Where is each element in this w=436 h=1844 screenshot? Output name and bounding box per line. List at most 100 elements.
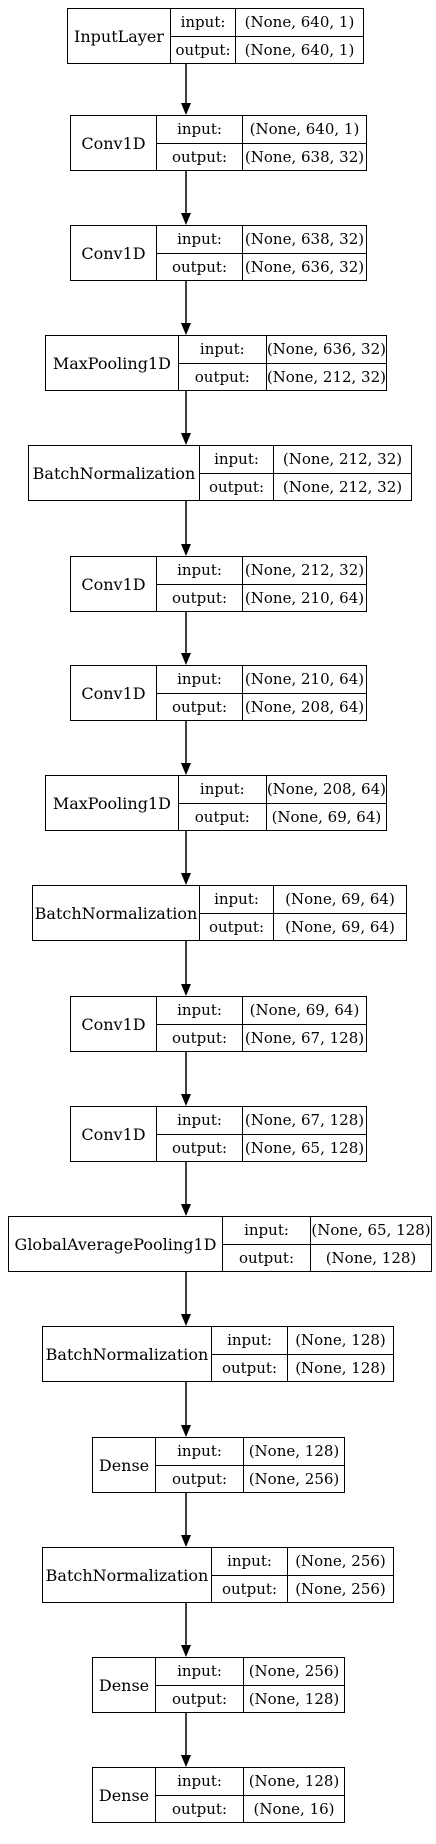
- layer-type-label: BatchNormalization: [43, 1548, 212, 1602]
- layer-type-label: BatchNormalization: [33, 886, 200, 940]
- output-port-label: output:: [200, 473, 274, 500]
- output-shape-value: (None, 256): [248, 1469, 340, 1488]
- layer-type-label: Conv1D: [71, 226, 157, 280]
- input-shape-row: input:(None, 212, 32): [157, 557, 366, 584]
- output-port-label: output:: [157, 143, 243, 170]
- input-port-label: input:: [179, 776, 267, 803]
- arrow-head-icon: [181, 1645, 191, 1657]
- output-shape-row: output:(None, 210, 64): [157, 583, 366, 611]
- input-port-label: input:: [179, 336, 267, 363]
- input-shape-row: input: (None, 640, 1): [171, 9, 363, 36]
- output-shape-row: output: (None, 256): [212, 1574, 393, 1602]
- arrow-head-icon: [181, 323, 191, 335]
- layer-type-label: Conv1D: [71, 116, 157, 170]
- input-shape-row: input:(None, 67, 128): [157, 1107, 366, 1134]
- input-shape-value: (None, 212, 32): [282, 450, 403, 469]
- output-shape-value: (None, 256): [295, 1579, 386, 1598]
- input-port-label: input:: [156, 1658, 244, 1685]
- output-shape-value: (None, 69, 64): [285, 917, 395, 936]
- output-port-label: output:: [156, 1795, 244, 1822]
- output-shape-value: (None, 65, 128): [244, 1138, 365, 1157]
- input-shape-row: input: (None, 212, 32): [200, 446, 411, 473]
- output-shape-value: (None, 638, 32): [244, 147, 365, 166]
- arrow-head-icon: [181, 873, 191, 885]
- layer-type-label: GlobalAveragePooling1D: [9, 1217, 223, 1271]
- output-shape-value: (None, 212, 32): [282, 477, 403, 496]
- output-shape-row: output:(None, 16): [156, 1794, 344, 1822]
- output-shape-row: output:(None, 636, 32): [157, 252, 366, 280]
- input-port-label: input:: [157, 997, 243, 1024]
- input-shape-row: input:(None, 69, 64): [200, 886, 406, 913]
- input-port-label: input:: [157, 666, 243, 693]
- input-port-label: input:: [212, 1327, 288, 1354]
- layer-type-label: BatchNormalization: [43, 1327, 212, 1381]
- input-shape-row: input:(None, 128): [156, 1438, 344, 1465]
- input-shape-value: (None, 256): [295, 1552, 386, 1571]
- output-shape-row: output:(None, 128): [212, 1353, 393, 1381]
- output-port-label: output:: [212, 1354, 288, 1381]
- output-port-label: output:: [179, 363, 267, 390]
- input-port-label: input:: [157, 1107, 243, 1134]
- arrow-head-icon: [181, 1094, 191, 1106]
- input-shape-row: input:(None, 208, 64): [179, 776, 386, 803]
- output-shape-row: output:(None, 638, 32): [157, 142, 366, 170]
- layer-type-label: Conv1D: [71, 666, 157, 720]
- output-shape-value: (None, 208, 64): [244, 697, 365, 716]
- input-shape-value: (None, 640, 1): [244, 13, 355, 32]
- input-port-label: input:: [156, 1768, 244, 1795]
- input-shape-value: (None, 638, 32): [244, 230, 365, 249]
- input-port-label: input:: [200, 446, 274, 473]
- input-shape-value: (None, 640, 1): [249, 120, 360, 139]
- layer-type-label: Conv1D: [71, 1107, 157, 1161]
- arrow-head-icon: [181, 763, 191, 775]
- output-shape-row: output:(None, 69, 64): [178, 802, 386, 830]
- output-shape-value: (None, 128): [325, 1248, 417, 1267]
- arrow-head-icon: [181, 1425, 191, 1437]
- input-port-label: input:: [157, 557, 243, 584]
- output-shape-row: output:(None, 128): [156, 1684, 344, 1712]
- output-shape-row: output:(None, 65, 128): [157, 1133, 366, 1161]
- input-port-label: input:: [156, 1438, 244, 1465]
- input-shape-row: input:(None, 256): [156, 1658, 344, 1685]
- output-port-label: output:: [171, 36, 236, 63]
- arrow-head-icon: [181, 1535, 191, 1547]
- input-shape-value: (None, 69, 64): [285, 890, 395, 909]
- output-shape-row: output:(None, 208, 64): [157, 692, 366, 720]
- arrow-head-icon: [181, 653, 191, 665]
- output-shape-value: (None, 67, 128): [244, 1028, 365, 1047]
- input-port-label: input:: [157, 116, 243, 143]
- input-port-label: input:: [157, 226, 243, 253]
- input-shape-row: input:(None, 210, 64): [157, 666, 366, 693]
- output-shape-value: (None, 640, 1): [244, 40, 355, 59]
- input-shape-value: (None, 65, 128): [311, 1221, 431, 1240]
- layer-type-label: Conv1D: [71, 557, 157, 611]
- arrow-head-icon: [181, 103, 191, 115]
- output-shape-row: output:(None, 69, 64): [200, 912, 406, 940]
- input-port-label: input:: [171, 9, 236, 36]
- output-shape-value: (None, 636, 32): [244, 257, 365, 276]
- layer-type-label: InputLayer: [68, 9, 171, 63]
- output-port-label: output:: [157, 693, 243, 720]
- input-shape-value: (None, 208, 64): [266, 780, 386, 799]
- output-port-label: output:: [212, 1575, 288, 1602]
- input-shape-row: input: (None, 640, 1): [157, 116, 366, 143]
- arrow-head-icon: [181, 984, 191, 996]
- output-port-label: output:: [156, 1465, 244, 1492]
- output-shape-value: (None, 212, 32): [266, 367, 386, 386]
